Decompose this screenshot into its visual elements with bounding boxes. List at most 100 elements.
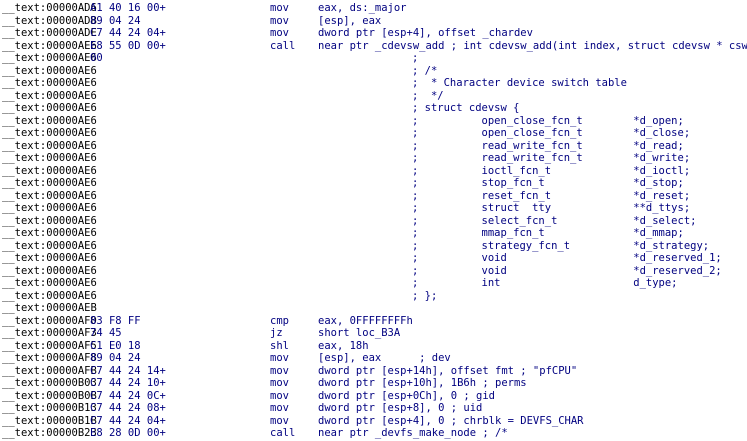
- operands: near ptr _devfs_make_node ; /*: [318, 427, 508, 439]
- operands: dword ptr [esp+0Ch], 0 ; gid: [318, 389, 496, 402]
- address: __text:00000B03: [2, 377, 97, 389]
- mnemonic: mov: [270, 414, 289, 427]
- opcode-bytes: 89 04 24: [90, 352, 141, 364]
- address: __text:00000AE6: [2, 202, 97, 214]
- operands: dword ptr [esp+10h], 1B6h ; perms: [318, 377, 527, 389]
- opcode-bytes: C7 44 24 10+: [90, 377, 166, 389]
- code-line[interactable]: __text:00000AE6; * Character device swit…: [0, 77, 747, 90]
- comment: ; */: [412, 89, 444, 102]
- address: __text:00000AF0: [2, 314, 97, 327]
- comment: ; /*: [412, 64, 438, 77]
- address: __text:00000AD6: [2, 2, 97, 14]
- address: __text:00000AF5: [2, 339, 97, 352]
- code-line[interactable]: __text:00000AE6; void *d_reserved_2;: [0, 265, 747, 278]
- code-line[interactable]: __text:00000AE6; int d_type;: [0, 277, 747, 290]
- opcode-bytes: C7 44 24 0C+: [90, 389, 166, 402]
- code-line[interactable]: __text:00000AE6; select_fcn_t *d_select;: [0, 215, 747, 228]
- mnemonic: jz: [270, 327, 283, 339]
- opcode-bytes: E8 28 0D 00+: [90, 427, 166, 439]
- mnemonic: mov: [270, 14, 289, 27]
- comment: ; ioctl_fcn_t *d_ioctl;: [412, 164, 691, 177]
- code-line[interactable]: __text:00000AE6; stop_fcn_t *d_stop;: [0, 177, 747, 190]
- comment: ; read_write_fcn_t *d_read;: [412, 139, 684, 152]
- operands: dword ptr [esp+4], offset _chardev: [318, 27, 533, 39]
- code-line[interactable]: __text:00000AE6 ; open_close_fcn_t *d_ope…: [0, 115, 747, 128]
- comment: ; select_fcn_t *d_select;: [412, 214, 697, 227]
- opcode-bytes: C7 44 24 14+: [90, 364, 166, 377]
- code-line[interactable]: __text:00000AE6; read_write_fcn_t *d_wri…: [0, 152, 747, 165]
- code-line[interactable]: __text:00000AE6 ; */: [0, 90, 747, 103]
- opcode-bytes: C7 44 24 04+: [90, 27, 166, 39]
- comment: ; strategy_fcn_t *d_strategy;: [412, 239, 710, 252]
- comment: ; open_close_fcn_t *d_open;: [412, 114, 684, 127]
- operands: short loc_B3A: [318, 327, 401, 339]
- opcode-bytes: E8 55 0D 00+: [90, 39, 166, 52]
- opcode-bytes: C7 44 24 08+: [90, 402, 166, 414]
- address: __text:00000ADB: [2, 14, 97, 27]
- code-line[interactable]: __text:00000AE6; open_close_fcn_t *d_clo…: [0, 127, 747, 140]
- mnemonic: mov: [270, 377, 289, 389]
- address: __text:00000AE6: [2, 277, 97, 289]
- mnemonic: mov: [270, 27, 289, 39]
- code-line[interactable]: __text:00000AE6; void *d_reserved_1;: [0, 252, 747, 265]
- operands: dword ptr [esp+14h], offset fmt ; "pfCPU…: [318, 364, 578, 377]
- operands: dword ptr [esp+8], 0 ; uid: [318, 402, 483, 414]
- code-line[interactable]: __text:00000AE6; struct cdevsw {: [0, 102, 747, 115]
- comment: ; };: [412, 289, 438, 302]
- code-line[interactable]: __text:00000AE6; /*: [0, 65, 747, 78]
- operands: eax, 18h: [318, 339, 369, 352]
- operands: dword ptr [esp+4], 0 ; chrblk = DEVFS_CH…: [318, 414, 584, 427]
- operands: near ptr _cdevsw_add ; int cdevsw_add(in…: [318, 39, 747, 52]
- mnemonic: shl: [270, 339, 289, 352]
- address: __text:00000B23: [2, 427, 97, 439]
- opcode-bytes: A1 40 16 00+: [90, 2, 166, 14]
- code-line[interactable]: __text:00000AEB: [0, 302, 747, 315]
- code-line[interactable]: __text:00000AE6; struct tty **d_ttys;: [0, 202, 747, 215]
- opcode-bytes: 74 45: [90, 327, 122, 339]
- address: __text:00000AE6: [2, 52, 97, 64]
- address: __text:00000B1B: [2, 414, 97, 427]
- comment: ; mmap_fcn_t *d_mmap;: [412, 227, 684, 239]
- code-line[interactable]: __text:00000AE6; mmap_fcn_t *d_mmap;: [0, 227, 747, 240]
- address: __text:00000AEB: [2, 302, 97, 314]
- mnemonic: mov: [270, 352, 289, 364]
- opcode-bytes: 00: [90, 52, 103, 64]
- opcode-bytes: 89 04 24: [90, 14, 141, 27]
- address: __text:00000AE6: [2, 89, 97, 102]
- address: __text:00000AF3: [2, 327, 97, 339]
- operands: [esp], eax ; dev: [318, 352, 451, 364]
- code-line[interactable]: __text:00000AE6; strategy_fcn_t *d_strat…: [0, 240, 747, 253]
- code-line[interactable]: __text:00000AE6; reset_fcn_t *d_reset;: [0, 190, 747, 203]
- address: __text:00000AE6: [2, 114, 97, 127]
- address: __text:00000AFB: [2, 364, 97, 377]
- opcode-bytes: 83 F8 FF: [90, 314, 141, 327]
- address: __text:00000AE6: [2, 164, 97, 177]
- address: __text:00000B13: [2, 402, 97, 414]
- code-line[interactable]: __text:00000AE6 ; read_write_fcn_t *d_rea…: [0, 140, 747, 153]
- mnemonic: mov: [270, 2, 289, 14]
- address: __text:00000ADE: [2, 27, 97, 39]
- code-line[interactable]: __text:00000AE6 ; ioctl_fcn_t *d_ioctl;: [0, 165, 747, 178]
- code-line[interactable]: __text:00000AE6; };: [0, 290, 747, 303]
- address: __text:00000AE6: [2, 177, 97, 189]
- mnemonic: mov: [270, 402, 289, 414]
- address: __text:00000AE6: [2, 189, 97, 202]
- address: __text:00000AE6: [2, 152, 97, 164]
- address: __text:00000AE6: [2, 139, 97, 152]
